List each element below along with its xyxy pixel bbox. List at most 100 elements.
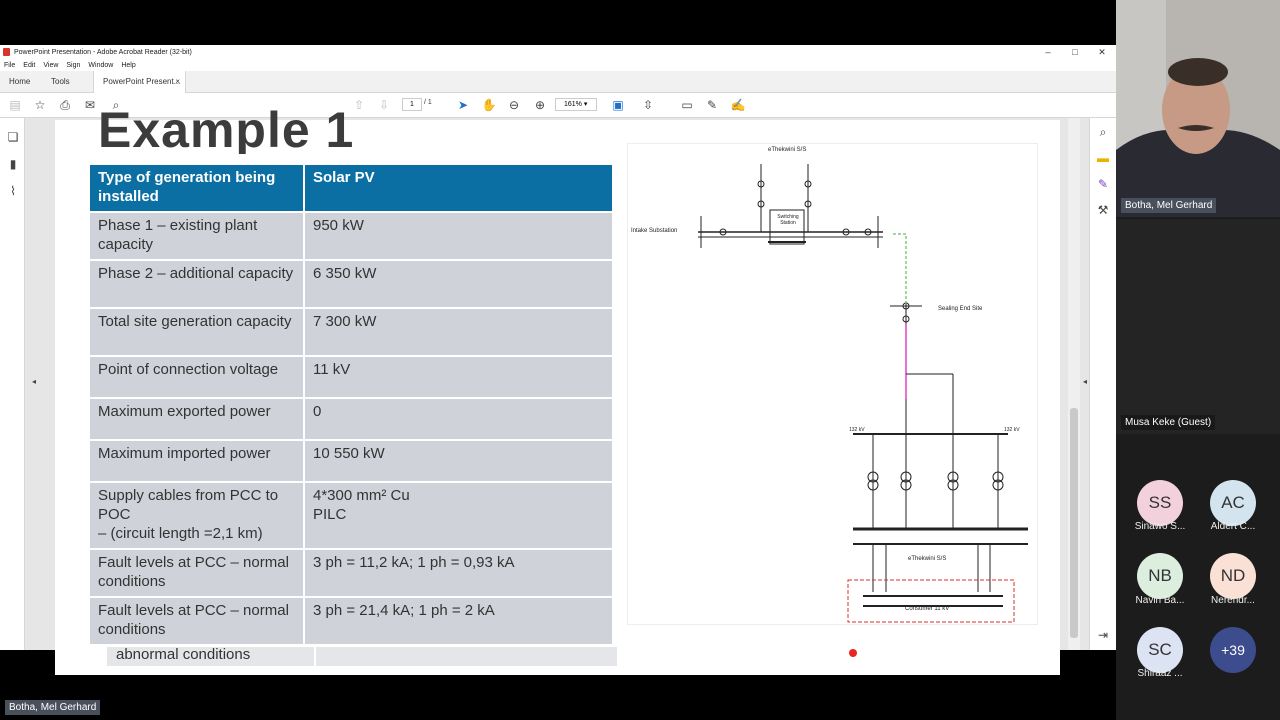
table-cell: 950 kW bbox=[305, 213, 612, 259]
busbar-left-label: 132 kV bbox=[849, 427, 865, 433]
email-icon[interactable]: ✉ bbox=[84, 98, 96, 112]
table-cell: 7 300 kW bbox=[305, 309, 612, 355]
ghost-row-text: abnormal conditions bbox=[116, 647, 251, 663]
table-header-cell: Solar PV bbox=[305, 165, 612, 211]
title-bar: PowerPoint Presentation - Adobe Acrobat … bbox=[0, 45, 1116, 59]
window-title: PowerPoint Presentation - Adobe Acrobat … bbox=[14, 48, 192, 56]
save-icon[interactable]: ▤ bbox=[9, 98, 21, 112]
table-cell: 3 ph = 21,4 kA; 1 ph = 2 kA bbox=[305, 598, 612, 644]
menu-help[interactable]: Help bbox=[121, 61, 136, 69]
menu-edit[interactable]: Edit bbox=[23, 61, 36, 69]
sign-icon[interactable]: ✍ bbox=[730, 98, 746, 112]
menu-view[interactable]: View bbox=[43, 61, 59, 69]
table-header-row: Type of generation being installed Solar… bbox=[90, 165, 612, 211]
attachments-icon[interactable]: ⌇ bbox=[10, 184, 16, 198]
table-cell: 6 350 kW bbox=[305, 261, 612, 307]
menu-window[interactable]: Window bbox=[88, 61, 114, 69]
table-cell: Fault levels at PCC – normal conditions bbox=[90, 550, 303, 596]
comment-tool-icon[interactable]: ▬ bbox=[1097, 151, 1109, 165]
more-count: +39 bbox=[1221, 642, 1245, 658]
collapse-pane-icon[interactable]: ⇥ bbox=[1097, 628, 1109, 642]
highlight-pen-icon[interactable]: ✎ bbox=[706, 98, 718, 112]
diagram-top-label: eThekwini S/S bbox=[768, 147, 807, 153]
more-tools-icon[interactable]: ⚒ bbox=[1097, 203, 1109, 217]
table-cell: Fault levels at PCC – normal conditions bbox=[90, 598, 303, 644]
tab-tools[interactable]: Tools bbox=[51, 77, 70, 86]
select-cursor-icon[interactable]: ➤ bbox=[457, 98, 469, 112]
toolbar: ▤ ☆ ⎙ ✉ ⌕ ⇧ ⇩ 1 / 1 ➤ ✋ ⊖ ⊕ 161% ▾ ▣ ⇳ ▭… bbox=[0, 93, 1116, 118]
table-cell: Total site generation capacity bbox=[90, 309, 303, 355]
comment-icon[interactable]: ▭ bbox=[681, 98, 693, 112]
speaker-video-tile[interactable]: Botha, Mel Gerhard bbox=[1116, 0, 1280, 217]
tab-home[interactable]: Home bbox=[9, 77, 31, 86]
single-line-diagram: eThekwini S/S Switching Station Intake S… bbox=[627, 143, 1038, 625]
speaker-name-label: Botha, Mel Gerhard bbox=[1121, 198, 1217, 213]
fill-sign-icon[interactable]: ✎ bbox=[1097, 177, 1109, 191]
tab-document-label: PowerPoint Present... bbox=[103, 77, 181, 86]
table-row: Supply cables from PCC to POC – (circuit… bbox=[90, 483, 612, 548]
green-cable-route bbox=[893, 233, 907, 304]
guest-video-tile[interactable]: Musa Keke (Guest) bbox=[1116, 219, 1280, 434]
busbar-right-label: 132 kV bbox=[1004, 427, 1020, 433]
page-thumbnails-icon[interactable]: ❏ bbox=[7, 130, 19, 144]
ghost-table-row: abnormal conditions bbox=[107, 647, 617, 666]
scrollbar-thumb[interactable] bbox=[1070, 408, 1078, 638]
table-cell: 10 550 kW bbox=[305, 441, 612, 481]
page-number-input[interactable]: 1 bbox=[402, 98, 422, 111]
zoom-tool-icon[interactable]: ⌕ bbox=[1099, 125, 1107, 139]
avatar[interactable]: SS bbox=[1137, 480, 1183, 526]
vertical-scrollbar[interactable] bbox=[1068, 118, 1080, 650]
tab-bar: Home Tools PowerPoint Present... × bbox=[0, 71, 1116, 93]
guest-name-label: Musa Keke (Guest) bbox=[1121, 415, 1216, 430]
table-cell: 11 kV bbox=[305, 357, 612, 397]
zoom-out-icon[interactable]: ⊖ bbox=[508, 98, 520, 112]
tab-document[interactable]: PowerPoint Present... × bbox=[93, 71, 186, 93]
table-cell: Phase 2 – additional capacity bbox=[90, 261, 303, 307]
zoom-value: 161% bbox=[564, 101, 582, 108]
avatar[interactable]: SC bbox=[1137, 627, 1183, 673]
avatar[interactable]: AC bbox=[1210, 480, 1256, 526]
avatar[interactable]: NB bbox=[1137, 553, 1183, 599]
table-cell: Maximum imported power bbox=[90, 441, 303, 481]
avatar[interactable]: ND bbox=[1210, 553, 1256, 599]
left-pane-toggle-icon[interactable]: ◂ bbox=[31, 377, 36, 386]
prev-page-icon[interactable]: ⇧ bbox=[353, 98, 365, 112]
print-icon[interactable]: ⎙ bbox=[60, 98, 70, 112]
avatar-initials: NB bbox=[1148, 566, 1172, 585]
pdf-app-icon bbox=[3, 48, 10, 56]
maximize-button[interactable]: □ bbox=[1072, 47, 1078, 57]
next-page-icon[interactable]: ⇩ bbox=[378, 98, 390, 112]
tab-close-icon[interactable]: × bbox=[175, 77, 180, 86]
switching-station-label: Switching Station bbox=[777, 214, 799, 226]
right-pane-toggle-icon[interactable]: ◂ bbox=[1082, 377, 1087, 386]
hand-tool-icon[interactable]: ✋ bbox=[481, 98, 497, 112]
menu-sign[interactable]: Sign bbox=[66, 61, 81, 69]
zoom-select[interactable]: 161% ▾ bbox=[555, 98, 597, 111]
search-icon[interactable]: ⌕ bbox=[112, 98, 120, 112]
bottom-substation-label: eThekwini S/S bbox=[908, 556, 947, 562]
consumer-label: Consumer 11 kV bbox=[905, 606, 950, 612]
bookmarks-icon[interactable]: ▮ bbox=[9, 157, 17, 171]
minimize-button[interactable]: – bbox=[1045, 47, 1051, 57]
table-cell: 0 bbox=[305, 399, 612, 439]
participant-name: Aldert C... bbox=[1210, 521, 1256, 532]
table-cell: Supply cables from PCC to POC – (circuit… bbox=[90, 483, 303, 548]
menu-file[interactable]: File bbox=[4, 61, 16, 69]
scroll-mode-icon[interactable]: ⇳ bbox=[642, 98, 654, 112]
fit-page-icon[interactable]: ▣ bbox=[612, 98, 624, 112]
zoom-in-icon[interactable]: ⊕ bbox=[534, 98, 546, 112]
table-header-cell: Type of generation being installed bbox=[90, 165, 303, 211]
bookmark-star-icon[interactable]: ☆ bbox=[34, 98, 46, 112]
avatar-initials: AC bbox=[1221, 493, 1245, 512]
speaker-video-icon bbox=[1116, 0, 1280, 217]
close-window-button[interactable]: ✕ bbox=[1098, 47, 1106, 57]
more-participants-button[interactable]: +39 bbox=[1210, 627, 1256, 673]
participant-name: Sinawo S... bbox=[1134, 521, 1186, 532]
table-cell: Point of connection voltage bbox=[90, 357, 303, 397]
